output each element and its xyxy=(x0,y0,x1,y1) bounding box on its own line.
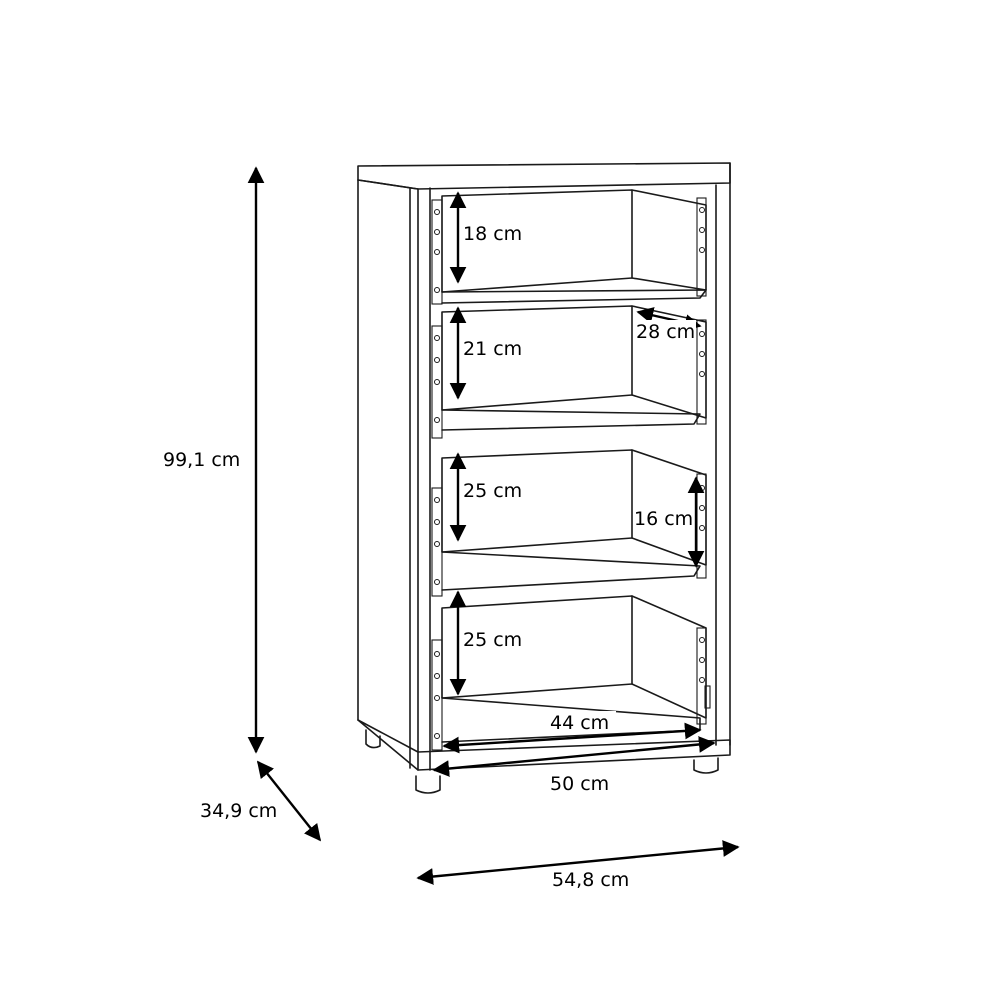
overall-width-dimension-arrow xyxy=(416,840,740,885)
depth-dimension-arrow xyxy=(256,760,322,842)
shelf-depth-label: 28 cm xyxy=(636,321,695,343)
compartment-3 xyxy=(431,449,707,597)
compartment-1-height-label: 18 cm xyxy=(463,223,522,245)
mounting-holes xyxy=(434,207,705,739)
compartment-3-height-label: 25 cm xyxy=(463,480,522,502)
overall-width-label: 54,8 cm xyxy=(552,869,629,891)
side-panel-height-label: 16 cm xyxy=(634,508,693,530)
compartment-4-height-label: 25 cm xyxy=(463,629,522,651)
inner-width-dimension-arrow xyxy=(432,736,716,777)
overall-depth-label: 34,9 cm xyxy=(200,800,277,822)
cabinet-outline xyxy=(357,162,731,771)
shelf-width-dimension-arrow xyxy=(442,722,702,754)
compartment-2-height-label: 21 cm xyxy=(463,338,522,360)
inner-width-label: 50 cm xyxy=(550,773,609,795)
overall-height-label: 99,1 cm xyxy=(163,449,240,471)
compartment-1 xyxy=(431,189,707,305)
shelf-width-label: 44 cm xyxy=(550,712,609,734)
